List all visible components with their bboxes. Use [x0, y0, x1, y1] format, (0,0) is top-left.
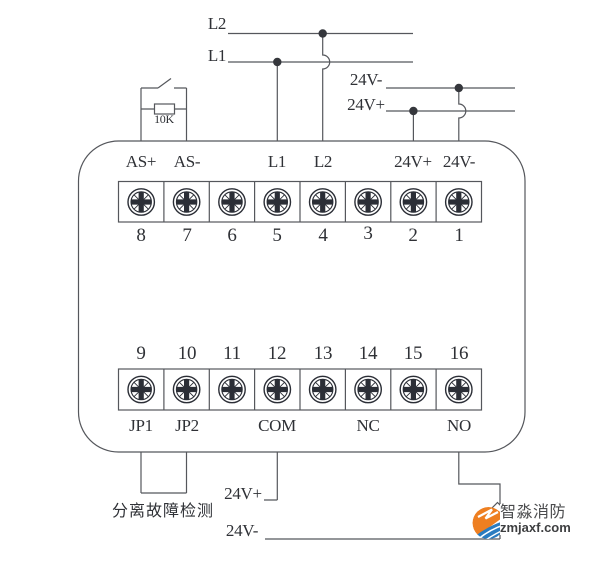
watermark-domain: zmjaxf.com	[500, 520, 571, 535]
terminal-number: 14	[358, 343, 378, 364]
terminal-label-24v-minus: 24V-	[442, 152, 476, 171]
wire-fault-detect-loop	[140, 452, 188, 494]
label-24v-minus-bottom: 24V-	[225, 521, 259, 540]
resistor-body	[153, 103, 176, 115]
terminal-number: 2	[408, 225, 418, 246]
screw-terminal-12	[263, 375, 292, 404]
wire-l2-drop-hop	[322, 33, 331, 141]
label-l2: L2	[207, 14, 227, 33]
label-24v-plus-bottom: 24V+	[224, 484, 262, 503]
screw-terminal-5	[263, 188, 292, 216]
label-fault-detect: 分离故障检测	[111, 503, 214, 520]
terminal-number: 5	[272, 225, 282, 246]
screw-terminal-4	[308, 188, 337, 216]
terminal-label-no: NO	[447, 416, 471, 435]
bottom-wires	[140, 452, 501, 540]
junction-dot-l2	[318, 29, 327, 38]
terminal-number: 13	[313, 343, 333, 364]
junction-dot-24v-minus	[454, 83, 463, 93]
terminal-number: 9	[136, 343, 146, 364]
terminal-label-as-plus: AS+	[125, 152, 157, 171]
screw-terminal-1	[444, 188, 473, 216]
terminal-strip-bottom	[117, 368, 483, 411]
terminal-label-as-minus: AS-	[173, 152, 201, 171]
terminal-number: 16	[449, 343, 469, 364]
screw-terminal-10	[172, 375, 201, 404]
resistor-legs	[140, 88, 188, 141]
terminal-dividers-bottom	[163, 369, 437, 410]
screw-terminal-11	[218, 375, 246, 404]
terminal-label-l1: L1	[267, 152, 287, 171]
label-24v-plus-top: 24V+	[347, 95, 385, 114]
screw-terminal-7	[172, 188, 201, 216]
terminal-label-com: COM	[258, 416, 296, 435]
screw-terminal-16	[444, 375, 473, 404]
terminal-dividers-top	[163, 181, 437, 222]
screw-terminal-6	[218, 188, 246, 216]
screw-terminal-9	[127, 375, 156, 404]
screw-terminal-2	[399, 188, 428, 216]
terminal-label-24v-plus: 24V+	[394, 152, 432, 171]
terminal-label-jp1: JP1	[129, 416, 153, 435]
label-resistor-value: 10K	[154, 112, 174, 126]
terminal-label-jp2: JP2	[175, 416, 199, 435]
terminal-number: 4	[318, 225, 328, 246]
screw-terminal-14	[354, 375, 383, 404]
label-24v-minus-top: 24V-	[349, 70, 383, 89]
terminal-number: 7	[182, 225, 192, 246]
terminal-strip-top	[117, 180, 483, 223]
terminal-number: 11	[223, 343, 241, 364]
wire-com-24v-plus	[264, 452, 278, 501]
eol-resistor-circuit	[140, 78, 188, 141]
terminal-number: 12	[267, 343, 287, 364]
screw-terminal-3	[354, 188, 383, 216]
top-wires	[228, 29, 515, 141]
terminal-number: 15	[403, 343, 423, 364]
watermark-brand: 智淼消防	[500, 504, 567, 521]
switch-blade	[157, 78, 172, 89]
label-l1: L1	[207, 46, 227, 65]
terminal-number: 1	[454, 225, 464, 246]
screw-terminal-15	[399, 375, 428, 404]
terminal-label-l2: L2	[313, 152, 333, 171]
screw-terminal-13	[308, 375, 337, 404]
terminal-number: 10	[177, 343, 197, 364]
terminal-number: 8	[136, 225, 146, 246]
terminal-number: 6	[227, 225, 237, 246]
terminal-label-nc: NC	[356, 416, 380, 435]
junction-dot-l1	[273, 57, 282, 67]
terminal-number: 3	[363, 223, 373, 244]
wire-24v-minus-drop-hop	[458, 88, 467, 141]
screw-terminal-8	[127, 188, 156, 216]
junction-dot-24v-plus	[409, 106, 418, 116]
